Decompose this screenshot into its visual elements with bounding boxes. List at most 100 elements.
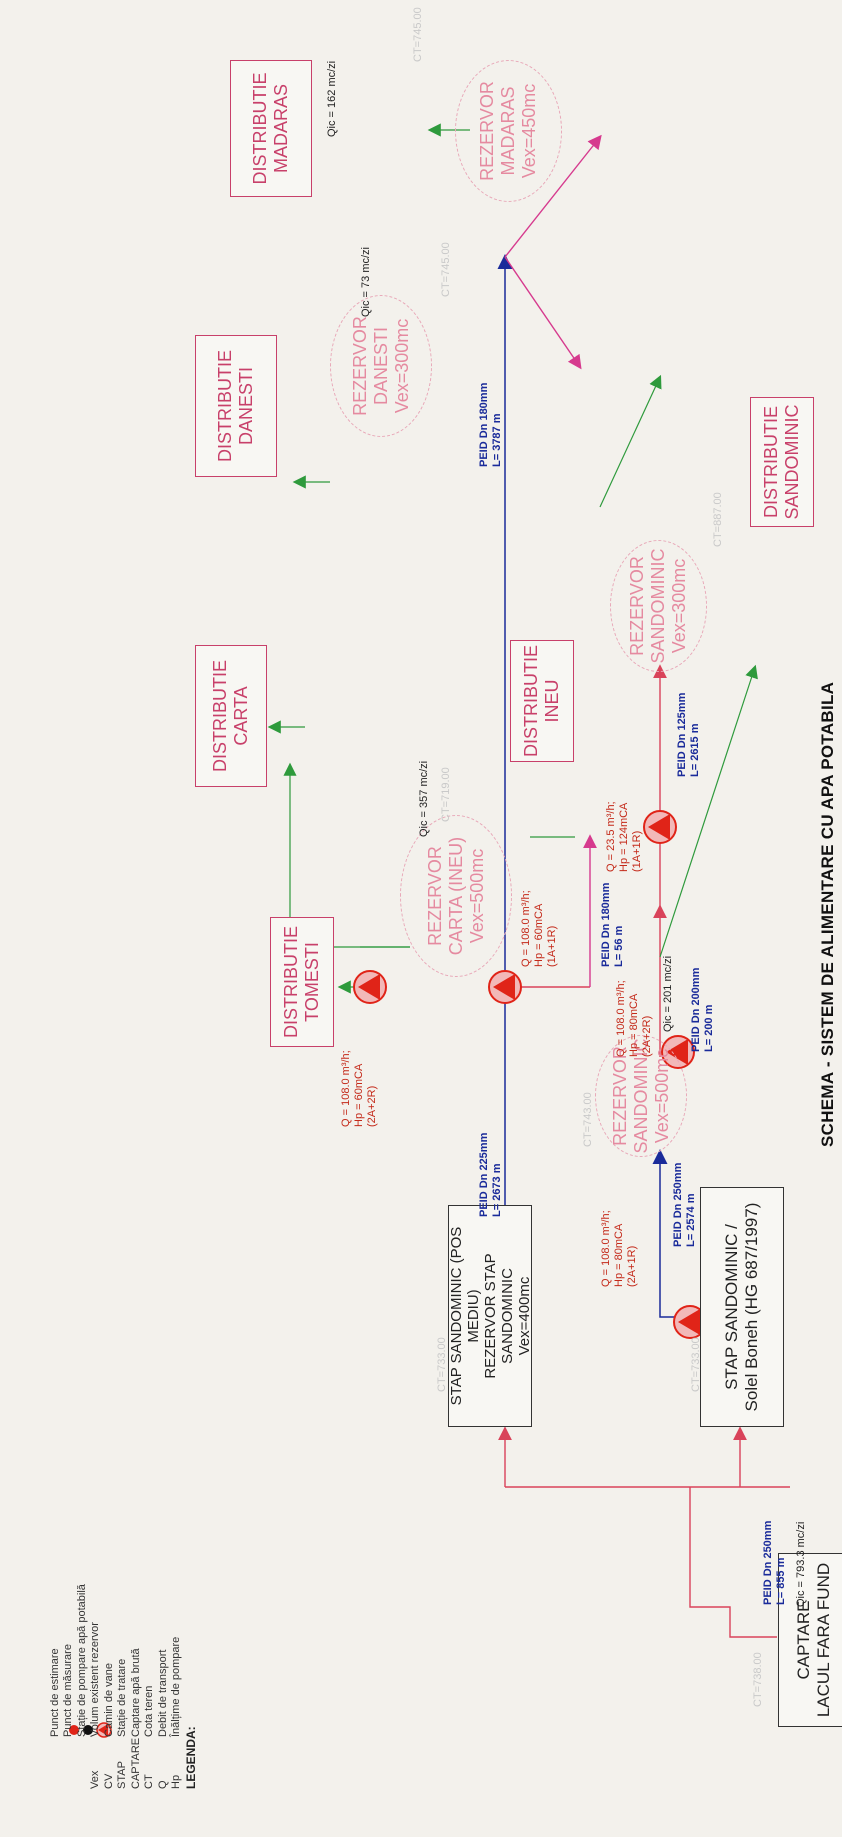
pipe-captare-l1: PEID Dn 250mm <box>762 1520 774 1605</box>
pipe-madaras <box>504 134 602 258</box>
pump5-l2: Hp = 60mCA <box>353 1063 365 1127</box>
legend-key: Vex <box>89 1770 101 1789</box>
pump2-l1: Q = 108.0 m³/h; <box>615 980 627 1057</box>
legend-pump-icon <box>96 1722 112 1738</box>
pump4-label: Q = 108.0 m³/h; Hp = 60mCA (1A+1R) <box>520 890 559 967</box>
pipe-carta-label: PEID Dn 180mm L= 56 m <box>600 883 626 967</box>
captare-line2: LACUL FARA FUND <box>814 1562 833 1718</box>
node-stap-sandominic: STAP SANDOMINIC / Solel Boneh (HG 687/19… <box>700 1187 784 1427</box>
rez-madaras-l1: REZERVOR <box>477 81 497 181</box>
ct-stap1: CT=733.00 <box>690 1337 702 1392</box>
pipe-pump-rez2-l1: PEID Dn 125mm <box>676 692 688 777</box>
rez-sand2-l2: SANDOMINIC <box>648 548 668 664</box>
legend-measure-icon <box>83 1725 93 1735</box>
dist-danesti-l2: DANESTI <box>236 367 256 446</box>
pipe-rez-pump-l2: L= 200 m <box>703 1004 715 1052</box>
ct-captare: CT=738.00 <box>752 1652 764 1707</box>
pipe-captare-label: PEID Dn 250mm L= 855 m <box>762 1521 788 1605</box>
pipe-stap2-label: PEID Dn 225mm L= 2673 m <box>478 1133 504 1217</box>
pump2-label: Q = 108.0 m³/h; Hp = 80mCA (2A+2R) <box>615 980 654 1057</box>
flow-dist-sand-b <box>599 374 662 508</box>
q-madaras: Qic = 162 mc/zi <box>326 60 338 137</box>
rez-sand1-l3: Vex=500mc <box>651 1048 672 1144</box>
page-title: SCHEMA - SISTEM DE ALIMENTARE CU APA POT… <box>818 681 837 1147</box>
pump5-l1: Q = 108.0 m³/h; <box>340 1050 352 1127</box>
q-carta: Qic = 357 mc/zi <box>418 760 430 837</box>
rezervor-madaras: REZERVOR MADARAS Vex=450mc <box>455 60 562 202</box>
q-sand: Qic = 201 mc/zi <box>662 955 674 1032</box>
legend-desc: Cota teren <box>143 1685 155 1737</box>
legend-heading: LEGENDA: <box>184 1726 198 1789</box>
legend-desc: Punct de măsurare <box>62 1644 74 1737</box>
rezervor-carta: REZERVOR CARTA (INEU) Vex=500mc <box>400 815 512 977</box>
captare-line1: CAPTARE <box>794 1600 813 1680</box>
dist-danesti-l1: DISTRIBUTIE <box>215 350 235 463</box>
legend-key: CT <box>143 1774 155 1789</box>
rez-sand2-l1: REZERVOR <box>627 556 647 656</box>
pump3-l1: Q = 23.5 m³/h; <box>605 801 617 872</box>
legend-desc: Volum existent rezervor <box>89 1622 101 1737</box>
pump5-l3: (2A+2R) <box>366 1085 378 1127</box>
dist-carta-l1: DISTRIBUTIE <box>210 660 230 773</box>
stap1-line2: Solel Boneh (HG 687/1997) <box>742 1202 761 1412</box>
stap2-line2: REZERVOR STAP SANDOMINIC <box>481 1253 516 1379</box>
legend-row: Stație de pompare apă potabilă <box>76 1584 89 1789</box>
pipe-stap2-l2: L= 2673 m <box>491 1163 503 1217</box>
rez-carta-l1: REZERVOR <box>424 846 445 946</box>
pipe-pump-rez2-l2: L= 2615 m <box>689 723 701 777</box>
rez-danesti-l3: Vex=300mc <box>391 318 412 414</box>
pipe-danesti-l1: PEID Dn 180mm <box>478 382 490 467</box>
legend-desc: Stație de pompare apă potabilă <box>75 1584 88 1737</box>
dist-tomesti: DISTRIBUTIE TOMESTI <box>270 917 334 1047</box>
dist-ineu-l1: DISTRIBUTIE <box>521 645 541 758</box>
pipe-danesti <box>504 256 582 370</box>
legend-row: HpÎnălțime de pompare <box>170 1637 183 1789</box>
legend-row: STAPStație de tratare <box>116 1659 129 1789</box>
legend-row: CAPTARECaptare apă brută <box>130 1648 143 1789</box>
ct-rez-carta: CT=719.00 <box>440 767 452 822</box>
pump1-l3: (2A+1R) <box>626 1245 638 1287</box>
legend-key: Hp <box>170 1774 182 1789</box>
ct-rez-danesti: CT=745.00 <box>440 242 452 297</box>
pipe-captare-split <box>689 1487 777 1638</box>
pump5-label: Q = 108.0 m³/h; Hp = 60mCA (2A+2R) <box>340 1050 379 1127</box>
node-stap-pos-mediu: STAP SANDOMINIC (POS MEDIU) REZERVOR STA… <box>447 1205 533 1427</box>
pump4-l2: Hp = 60mCA <box>533 903 545 967</box>
flow-dist-sand-a <box>659 664 758 958</box>
pipe-stap1-l2: L= 2574 m <box>685 1193 697 1247</box>
pump2-l2: Hp = 80mCA <box>628 993 640 1057</box>
legend-key: Q <box>156 1780 169 1789</box>
q-danesti: Qic = 73 mc/zi <box>360 247 372 317</box>
pump1-l1: Q = 108.0 m³/h; <box>600 1210 612 1287</box>
stap2-line1: STAP SANDOMINIC (POS MEDIU) <box>447 1226 482 1406</box>
stap2-line3: Vex=400mc <box>515 1276 533 1356</box>
rez-madaras-l2: MADARAS <box>498 86 518 176</box>
rez-madaras-l3: Vex=450mc <box>519 83 539 179</box>
q-captare: Qic = 793.3 mc/zi <box>795 1521 807 1607</box>
pipe-rez-pump-label: PEID Dn 200mm L= 200 m <box>690 968 716 1052</box>
pump-icon-2 <box>661 1035 695 1069</box>
dist-madaras-l1: DISTRIBUTIE <box>250 72 270 185</box>
legend-row: Punct de estimare <box>49 1648 62 1789</box>
dist-ineu: DISTRIBUTIE INEU <box>510 640 574 762</box>
legend-row: Punct de măsurare <box>62 1644 75 1789</box>
dist-danesti: DISTRIBUTIE DANESTI <box>195 335 277 477</box>
pump3-l3: (1A+1R) <box>631 830 643 872</box>
pump-icon-3 <box>643 810 677 844</box>
legend-desc: Debit de transport <box>156 1649 169 1737</box>
pump4-l1: Q = 108.0 m³/h; <box>520 890 532 967</box>
dist-carta-l2: CARTA <box>231 686 251 746</box>
legend-desc: Captare apă brută <box>129 1648 142 1737</box>
pipe-pump-rez2-label: PEID Dn 125mm L= 2615 m <box>676 693 702 777</box>
dist-sand-l1: DISTRIBUTIE <box>761 406 781 519</box>
pipe-danesti-label: PEID Dn 180mm L= 3787 m <box>478 383 504 467</box>
pipe-stap2-l1: PEID Dn 225mm <box>478 1132 490 1217</box>
legend-estimate-icon <box>69 1725 79 1735</box>
pipe-carta-l2: L= 56 m <box>613 925 625 967</box>
rez-sand2-l3: Vex=300mc <box>669 558 689 654</box>
dist-madaras-l2: MADARAS <box>271 84 291 174</box>
ct-rez-madaras: CT=745.00 <box>412 7 424 62</box>
rezervor-danesti: REZERVOR DANESTI Vex=300mc <box>330 295 432 437</box>
legend-desc: Stație de tratare <box>116 1658 128 1737</box>
